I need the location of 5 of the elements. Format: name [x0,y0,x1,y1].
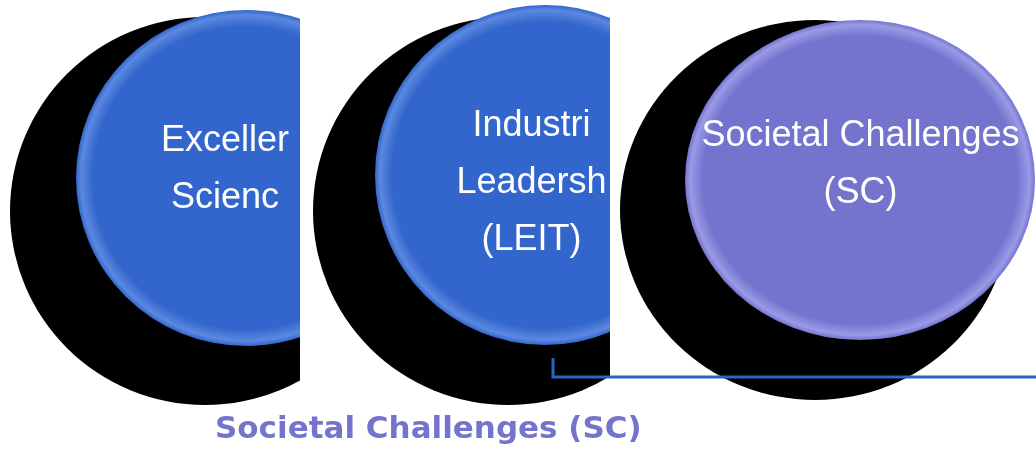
circle-text: Industri Leadersh (LEIT) [455,102,608,260]
circle-node [685,20,1036,340]
circle-text: Exceller Scienc [159,117,290,218]
caption-text: Societal Challenges (SC) [215,408,642,447]
circle-text: Societal Challenges (SC) [700,112,1021,213]
